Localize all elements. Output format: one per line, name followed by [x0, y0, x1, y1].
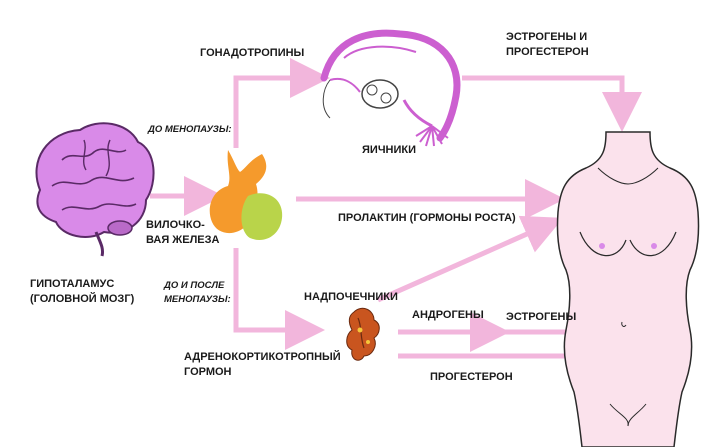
brain-illustration: [35, 122, 155, 257]
arrow-to-adrenals: [233, 248, 325, 350]
label-gonadotropins: ГОНАДОТРОПИНЫ: [200, 47, 305, 59]
label-ovaries: ЯИЧНИКИ: [362, 144, 417, 156]
ovaries-illustration: [320, 29, 461, 147]
label-prolactin: ПРОЛАКТИН (ГОРМОНЫ РОСТА): [338, 212, 516, 224]
label-acth-2: ГОРМОН: [184, 366, 232, 378]
label-estrogens-progesterone-1: ЭСТРОГЕНЫ И: [506, 31, 588, 43]
label-pituitary-1: ВИЛОЧКО-: [146, 219, 205, 231]
label-before-after-menopause-2: МЕНОПАУЗЫ:: [164, 294, 231, 305]
female-body-illustration: [556, 131, 700, 447]
label-hypothalamus-1: ГИПОТАЛАМУС: [30, 278, 115, 290]
label-adrenals: НАДПОЧЕЧНИКИ: [304, 291, 398, 303]
label-pituitary-2: ВАЯ ЖЕЛЕЗА: [146, 234, 220, 246]
label-estrogens: ЭСТРОГЕНЫ: [506, 311, 577, 323]
arrow-to-ovaries: [233, 58, 330, 148]
label-estrogens-progesterone-2: ПРОГЕСТЕРОН: [506, 46, 589, 58]
label-before-after-menopause-1: ДО И ПОСЛЕ: [164, 280, 225, 291]
adrenal-illustration: [346, 307, 380, 361]
label-acth-1: АДРЕНОКОРТИКОТРОПНЫЙ: [184, 351, 341, 363]
arrow-adrenal-diagonal: [376, 215, 564, 303]
label-before-menopause: ДО МЕНОПАУЗЫ:: [148, 124, 232, 135]
label-androgens: АНДРОГЕНЫ: [412, 309, 484, 321]
arrow-ovaries-to-body: [462, 75, 642, 132]
label-progesterone: ПРОГЕСТЕРОН: [430, 371, 513, 383]
pituitary-illustration: [209, 150, 283, 240]
label-hypothalamus-2: (ГОЛОВНОЙ МОЗГ): [30, 293, 135, 305]
